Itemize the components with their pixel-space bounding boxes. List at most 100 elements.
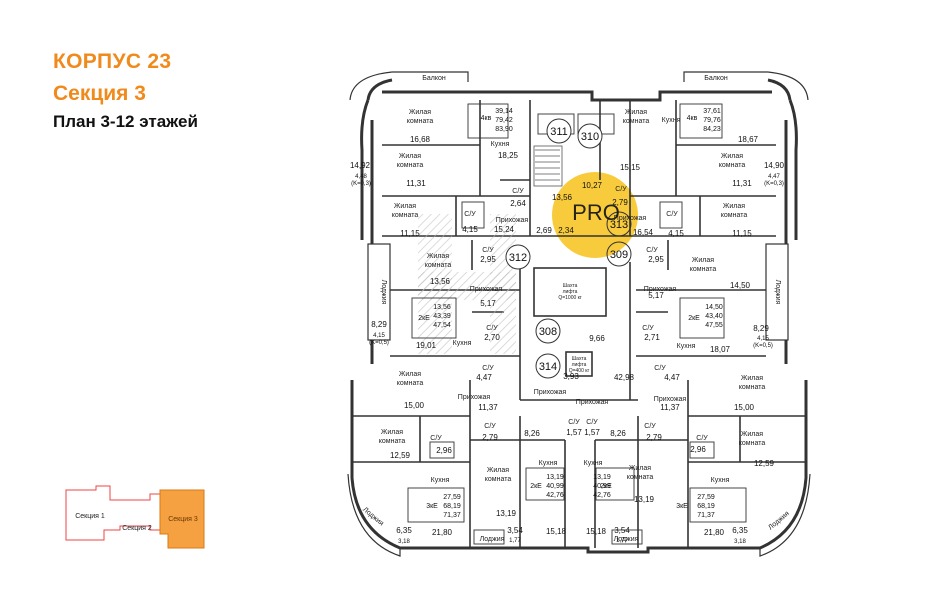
room-area: 11,37	[478, 403, 498, 412]
kitchen-ml: Кухня	[453, 340, 472, 347]
room-area: 2,95	[480, 255, 496, 264]
bath-16: С/У	[586, 419, 598, 426]
kitchen-br: Кухня	[711, 477, 730, 484]
room-area: 4,48	[355, 174, 367, 180]
kitchen-bcl: Кухня	[539, 460, 558, 467]
room-area: 15,18	[586, 527, 607, 536]
type-tr: 4кв	[687, 115, 698, 122]
unit-309: 309	[610, 249, 628, 261]
room-area: 6,35	[396, 526, 412, 535]
room-area: 14,50	[730, 281, 751, 290]
room-area: 16,54	[633, 228, 654, 237]
hall-ll: Прихожая	[458, 394, 491, 401]
room-area: 4,15	[462, 225, 478, 234]
room-area: 4,47	[664, 373, 680, 382]
unit-308: 308	[539, 326, 557, 338]
room-area: 2,96	[436, 446, 452, 455]
room-area: 13,56	[552, 193, 573, 202]
hall-tl: Прихожая	[496, 217, 529, 224]
room-area: 2,79	[482, 433, 498, 442]
room-area: 11,15	[732, 229, 752, 238]
bath-4: С/У	[486, 325, 498, 332]
type-ml: 2кЕ	[418, 315, 430, 322]
room-area: 42,98	[614, 373, 635, 382]
hall-cr: Прихожая	[576, 399, 609, 406]
keymap-section-3: Секция 3	[168, 516, 198, 523]
room-area: 14,92	[350, 161, 371, 170]
room-area: 5,17	[480, 299, 496, 308]
room-area: 15,00	[404, 401, 425, 410]
loggia-left: Лоджия	[380, 280, 387, 305]
watermark-hatch	[418, 214, 516, 354]
kitchen-tl: Кухня	[491, 141, 510, 148]
bath-2: С/У	[464, 211, 476, 218]
room-area: 2,95	[648, 255, 664, 264]
hall-mr: Прихожая	[644, 286, 677, 293]
room-area: 14,90	[764, 161, 785, 170]
room-area: 12,59	[754, 459, 775, 468]
hall-tr: Прихожая	[614, 215, 647, 222]
kitchen-tr: Кухня	[662, 117, 681, 124]
type-bcr: 2кЕ	[600, 483, 612, 490]
unit-312: 312	[509, 252, 527, 264]
room-area: 15,18	[546, 527, 567, 536]
room-area: 11,31	[406, 179, 426, 188]
room-area: 1,77	[509, 538, 521, 544]
room-area: 15,15	[620, 163, 641, 172]
room-area: 5,17	[648, 291, 664, 300]
bath-7: С/У	[484, 423, 496, 430]
room-area: 6,35	[732, 526, 748, 535]
room-area: (K=0,5)	[753, 343, 773, 349]
room-area: 18,25	[498, 151, 519, 160]
kitchen-bcr: Кухня	[584, 460, 603, 467]
room-area: 2,96	[690, 445, 706, 454]
unit-310: 310	[581, 131, 599, 143]
room-area: 12,59	[390, 451, 411, 460]
type-tl: 4кв	[481, 115, 492, 122]
loggia-right: Лоджия	[774, 280, 781, 305]
hall-ml: Прихожая	[470, 286, 503, 293]
room-area: 4,47	[768, 174, 780, 180]
room-area: 8,26	[524, 429, 540, 438]
room-area: 4,15	[373, 333, 385, 339]
bath-12: С/У	[642, 325, 654, 332]
side-loggias	[367, 243, 789, 341]
room-area: 11,15	[400, 229, 420, 238]
room-area: 11,31	[732, 179, 752, 188]
room-area: 19,01	[416, 341, 437, 350]
bath-5: С/У	[482, 365, 494, 372]
building-title: КОРПУС 23	[53, 50, 172, 73]
type-bcl: 2кЕ	[530, 483, 542, 490]
balcony-label-right: Балкон	[704, 75, 728, 82]
kitchen-bl: Кухня	[431, 477, 450, 484]
room-area: 1,57	[584, 428, 600, 437]
stairs	[533, 145, 563, 187]
bath-15: С/У	[644, 423, 656, 430]
bath-14: С/У	[696, 435, 708, 442]
unit-314: 314	[539, 361, 557, 373]
room-area: 8,29	[371, 320, 387, 329]
balcony-label-left: Балкон	[422, 75, 446, 82]
room-area: 13,56	[430, 277, 451, 286]
room-area: 13,19	[634, 495, 655, 504]
bath-3: С/У	[482, 247, 494, 254]
fixtures	[407, 103, 747, 545]
room-area: 4,47	[476, 373, 492, 382]
bath-13: С/У	[654, 365, 666, 372]
